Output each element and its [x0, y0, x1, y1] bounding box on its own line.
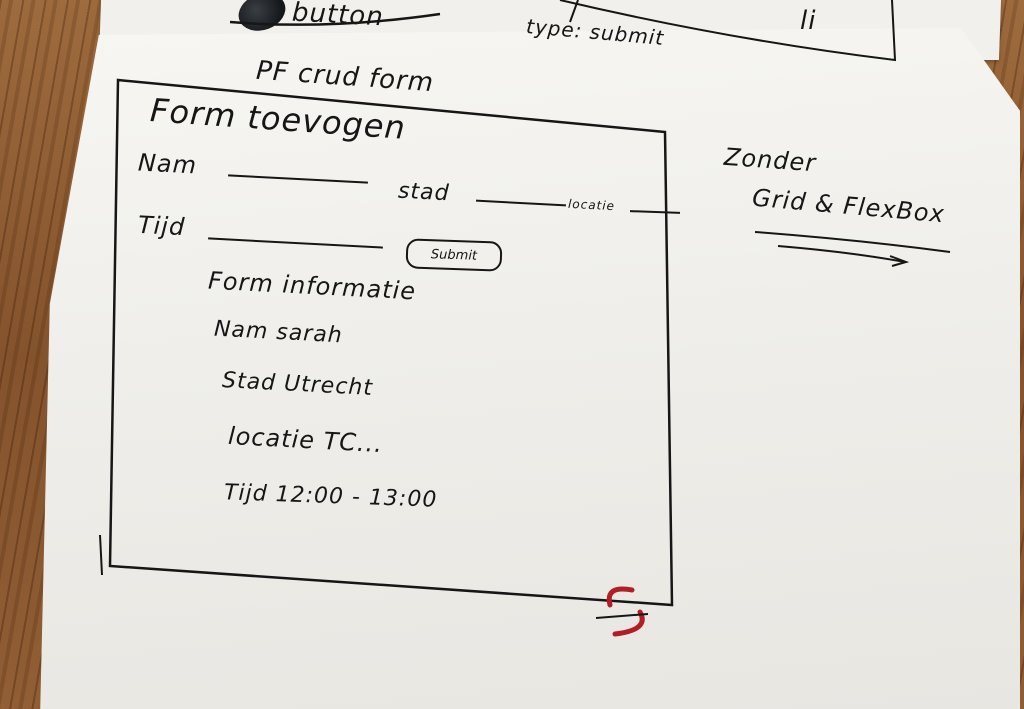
top-corner-mark: li — [800, 6, 817, 36]
name-label: Nam — [137, 148, 198, 180]
time-label: Tijd — [137, 210, 186, 242]
city-label: stad — [397, 178, 451, 207]
location-label: locatie — [567, 196, 616, 214]
submit-button[interactable]: Submit — [405, 238, 503, 272]
top-button-note: button — [291, 0, 385, 33]
